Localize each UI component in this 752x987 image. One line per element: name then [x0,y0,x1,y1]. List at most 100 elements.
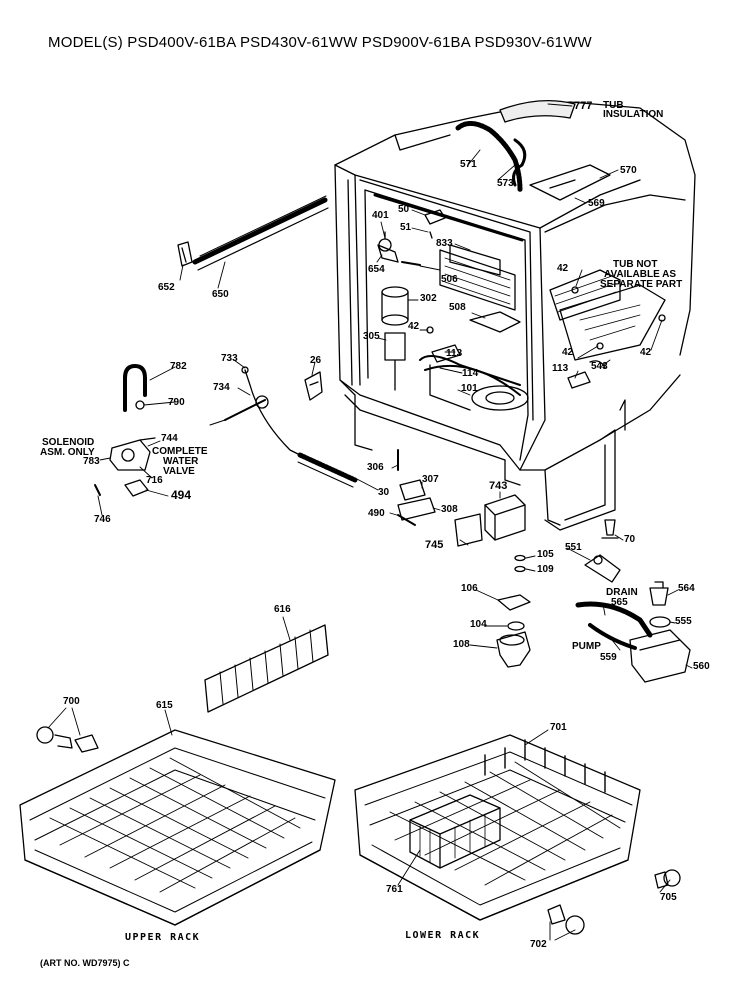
note-solenoid: SOLENOID [42,437,95,448]
note-tub: TUB [603,100,624,111]
hose-565 [575,601,653,638]
part-label-743: 743 [489,480,508,492]
note-pump: PUMP [572,641,601,652]
note-available-as: AVAILABLE AS [604,269,677,280]
part-label-616: 616 [274,604,291,615]
clamp-790 [135,400,145,410]
part-108 [496,631,531,668]
part-104 [507,621,525,631]
part-label-101: 101 [461,383,478,394]
part-label-833: 833 [436,238,453,249]
wheel-705 [654,869,681,889]
part-label-782: 782 [170,361,187,372]
caption-upper-rack: UPPER RACK [125,932,201,943]
part-label-108: 108 [453,639,470,650]
part-label-716: 716 [146,475,163,486]
water-valve [109,437,156,471]
door-seal-650 [192,195,329,271]
note-drain: DRAIN [606,587,638,598]
part-label-783: 783 [83,456,100,467]
caption-lower-rack: LOWER RACK [405,930,481,941]
oring-555 [649,616,671,628]
part-label-105: 105 [537,549,554,560]
part-label-555: 555 [675,616,692,627]
page-title: MODEL(S) PSD400V-61BA PSD430V-61WW PSD90… [48,34,592,51]
part-label-551: 551 [565,542,582,553]
part-label-106: 106 [461,583,478,594]
part-label-305: 305 [363,331,380,342]
note-asm-only: ASM. ONLY [40,447,95,458]
wheel-700 [36,726,99,753]
part-label-506: 506 [441,274,458,285]
note-complete: COMPLETE [152,446,208,457]
clip-652 [177,241,193,267]
tub-assembly [297,100,696,547]
note-insulation: INSULATION [603,109,664,120]
part-494 [124,479,149,497]
rack-panel-616 [204,624,329,713]
part-label-490: 490 [368,508,385,519]
part-label-113-b: 113 [552,363,569,374]
part-label-401: 401 [372,210,389,221]
part-label-615: 615 [156,700,173,711]
wheel-702 [547,904,585,935]
part-label-543: 543 [591,361,608,372]
part-label-306: 306 [367,462,384,473]
screw-746 [94,484,101,496]
part-label-733: 733 [221,353,238,364]
part-label-42-a: 42 [557,263,569,274]
part-label-573: 573 [497,178,514,189]
art-number: (ART NO. WD7975) C [40,958,130,968]
washers-105-109 [514,554,526,573]
part-label-746: 746 [94,514,111,525]
part-label-700: 700 [63,696,80,707]
part-label-560: 560 [693,661,710,672]
lower-rack-701 [354,734,641,921]
part-label-30: 30 [378,487,390,498]
part-label-701: 701 [550,722,567,733]
part-label-104: 104 [470,619,487,630]
part-label-308: 308 [441,504,458,515]
part-label-70: 70 [624,534,636,545]
part-label-42-b: 42 [408,321,420,332]
part-label-494: 494 [171,488,192,502]
pump-560 [629,629,691,683]
part-564 [649,581,669,606]
part-label-654: 654 [368,264,385,275]
note-water: WATER [163,456,199,467]
note-separate-part: SEPARATE PART [600,279,683,290]
part-label-570: 570 [620,165,637,176]
part-label-307: 307 [422,474,439,485]
part-label-50: 50 [398,204,410,215]
part-label-761: 761 [386,884,403,895]
part-label-777: 777 [574,100,593,112]
part-label-564: 564 [678,583,695,594]
part-label-26: 26 [310,355,322,366]
wire-734 [209,366,301,456]
part-label-42-c: 42 [562,347,574,358]
part-label-113-a: 113 [446,348,463,359]
upper-rack-615 [19,729,336,926]
part-label-114: 114 [462,368,479,379]
part-label-565: 565 [611,597,628,608]
note-tub-not: TUB NOT [613,259,658,270]
part-label-508: 508 [449,302,466,313]
part-label-702: 702 [530,939,547,950]
part-106 [497,594,531,611]
part-label-652: 652 [158,282,175,293]
part-label-42-d: 42 [640,347,652,358]
part-label-650: 650 [212,289,229,300]
part-label-745: 745 [425,539,444,551]
leader-lines [47,103,693,941]
note-valve: VALVE [163,466,195,477]
part-label-559: 559 [600,652,617,663]
part-551 [584,554,621,583]
part-label-109: 109 [537,564,554,575]
part-label-302: 302 [420,293,437,304]
part-label-744: 744 [161,433,178,444]
part-label-790: 790 [168,397,185,408]
part-label-705: 705 [660,892,677,903]
part-label-571: 571 [460,159,477,170]
part-label-734: 734 [213,382,230,393]
